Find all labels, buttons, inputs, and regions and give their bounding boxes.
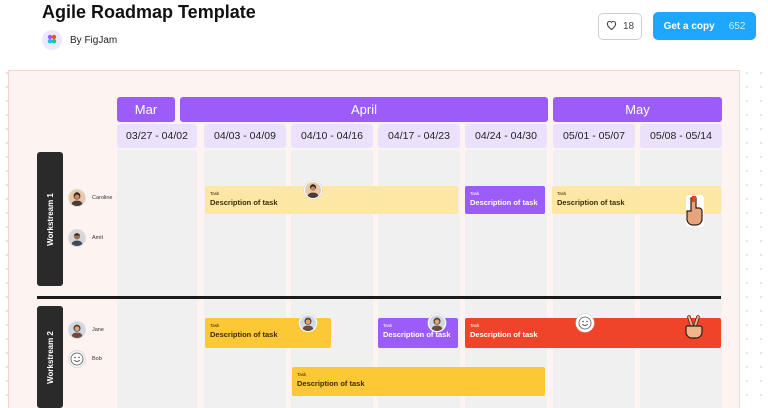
month-header-may: May [553, 97, 722, 122]
member-amit: Amit [68, 229, 103, 247]
author-row[interactable]: By FigJam [42, 30, 117, 50]
member-name: Caroline [92, 195, 113, 201]
week-header: 04/10 - 04/16 [291, 124, 373, 148]
week-header: 04/03 - 04/09 [204, 124, 286, 148]
author-label: By FigJam [70, 34, 118, 46]
file-title: Agile Roadmap Template [42, 2, 256, 22]
task-card[interactable]: Task Description of task [465, 186, 545, 214]
copy-label: Get a copy [663, 20, 715, 32]
canvas-dot-grid-right [740, 66, 768, 408]
week-header: 03/27 - 04/02 [117, 124, 197, 148]
assignee-avatar-pin[interactable] [304, 181, 322, 199]
assignee-avatar-pin[interactable] [428, 314, 446, 332]
week-column [117, 150, 197, 408]
assignee-avatar-pin[interactable] [299, 314, 317, 332]
week-header: 05/08 - 05/14 [640, 124, 722, 148]
month-header-mar: Mar [117, 97, 175, 122]
member-caroline: Caroline [68, 189, 112, 207]
get-a-copy-button[interactable]: Get a copy 652 [653, 12, 756, 40]
member-name: Jane [92, 327, 104, 333]
avatar [68, 321, 86, 339]
avatar [68, 229, 86, 247]
copy-count: 652 [728, 20, 746, 32]
task-card[interactable]: Task Description of task [205, 186, 458, 214]
member-jane: Jane [68, 321, 104, 339]
smiley-avatar [68, 350, 86, 368]
avatar [68, 189, 86, 207]
figjam-logo-icon [42, 30, 62, 50]
workstream-1-label: Workstream 1 [37, 152, 63, 286]
member-name: Bob [92, 356, 102, 362]
task-card[interactable]: Task Description of task [292, 367, 545, 396]
like-count: 18 [622, 21, 635, 32]
week-header: 04/17 - 04/23 [378, 124, 460, 148]
member-name: Amit [92, 235, 103, 241]
workstream-2-label: Workstream 2 [37, 306, 63, 408]
member-bob: Bob [68, 350, 102, 368]
like-button[interactable]: 18 [598, 13, 642, 40]
peace-sign-sticker-icon[interactable] [682, 314, 706, 344]
file-header: Agile Roadmap Template By FigJam 18 Get … [0, 0, 768, 66]
week-header: 04/24 - 04/30 [465, 124, 547, 148]
smiley-pin-icon[interactable] [576, 314, 594, 332]
heart-icon [606, 20, 617, 33]
task-card[interactable]: Task Description of task [378, 318, 458, 348]
workstream-divider [37, 296, 721, 299]
week-header: 05/01 - 05/07 [553, 124, 635, 148]
hand-pointing-up-sticker-icon[interactable] [684, 193, 706, 233]
month-header-april: April [180, 97, 548, 122]
